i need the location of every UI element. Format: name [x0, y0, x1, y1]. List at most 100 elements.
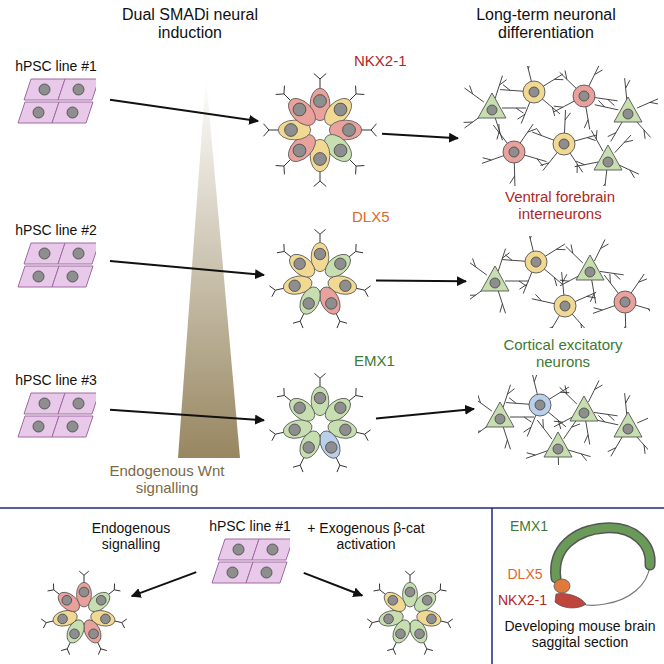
- nucleus: [343, 124, 356, 137]
- cell-process: [340, 465, 347, 467]
- nucleus: [314, 153, 327, 166]
- nucleus: [326, 298, 337, 309]
- node-label: NKX2-1: [354, 52, 407, 69]
- nucleus: [620, 297, 630, 307]
- dendrite: [519, 284, 527, 289]
- nucleus: [39, 84, 50, 95]
- pyramidal-neuron: [614, 412, 642, 437]
- dendrite: [604, 170, 607, 186]
- dendrite: [588, 66, 599, 87]
- nucleus: [335, 258, 346, 269]
- cell-process: [276, 93, 284, 95]
- rosette-drawing: [366, 570, 454, 658]
- neural-rosette: [264, 74, 377, 187]
- dendrite: [478, 430, 481, 431]
- cell-process: [356, 93, 364, 95]
- progenitor-cell: [55, 588, 84, 615]
- nucleus: [509, 147, 519, 157]
- pyramidal-neuron: [544, 432, 572, 457]
- dendrite: [614, 273, 621, 279]
- dendrite: [523, 427, 531, 432]
- edge-label: Endogenous signalling: [72, 520, 190, 552]
- nucleus: [303, 298, 314, 309]
- neuron-drawing: [470, 236, 650, 328]
- cell-process: [320, 181, 326, 186]
- dendrite: [608, 414, 615, 420]
- dendrite: [493, 125, 508, 144]
- dendrite: [591, 130, 603, 151]
- dendrite: [631, 274, 645, 294]
- nucleus: [427, 614, 437, 624]
- dendrite: [544, 268, 562, 283]
- cortex-region: [556, 528, 651, 578]
- dendrite: [598, 100, 604, 107]
- node-label: hPSC line #2: [6, 222, 106, 238]
- cell-process: [337, 465, 340, 472]
- dendrite: [595, 70, 603, 74]
- dendrite: [563, 274, 567, 282]
- node-label: DLX5: [352, 208, 390, 225]
- nucleus: [405, 587, 415, 597]
- dendrite: [595, 385, 603, 389]
- dendrite: [621, 326, 626, 328]
- dendrite: [470, 261, 487, 275]
- dendrite: [626, 80, 630, 88]
- nucleus: [340, 280, 351, 291]
- dendrite: [534, 375, 537, 382]
- dendrite: [599, 184, 605, 186]
- dendrite: [517, 114, 525, 119]
- dendrite: [524, 155, 547, 162]
- nucleus: [33, 421, 44, 432]
- dendrite: [586, 420, 590, 444]
- dendrite: [554, 101, 575, 112]
- neural-rosette: [269, 229, 370, 328]
- arrow-connector: [376, 279, 466, 282]
- dendrite: [535, 294, 541, 301]
- nucleus: [314, 392, 325, 403]
- dendrite: [482, 155, 505, 163]
- nucleus: [285, 124, 298, 137]
- dendrite: [595, 419, 618, 424]
- stem-cell-cluster: [18, 79, 96, 123]
- node-label: hPSC line #1: [200, 518, 300, 534]
- dendrite: [510, 176, 515, 184]
- nucleus: [289, 424, 300, 435]
- nucleus: [261, 567, 272, 578]
- dendrite: [500, 304, 503, 313]
- stem-cell-cluster: [18, 243, 96, 287]
- dendrite: [564, 110, 565, 134]
- figure-label: NKX2-1: [498, 592, 554, 608]
- cell-process: [264, 124, 269, 130]
- cell-process: [320, 229, 326, 234]
- neuron-drawing: [478, 375, 648, 465]
- neuron-node: [470, 236, 650, 328]
- cell-process: [43, 623, 46, 629]
- nucleus: [314, 248, 325, 259]
- dendrite: [565, 113, 570, 120]
- neuron-node: Ventral forebrain interneurons: [462, 66, 658, 223]
- arrow-connector: [132, 572, 197, 596]
- pyramidal-neuron: [570, 396, 598, 421]
- cell-process: [356, 251, 363, 252]
- figure-label: Developing mouse brain saggital section: [498, 618, 662, 650]
- cell-process: [349, 94, 356, 101]
- stem-cell-node: hPSC line #2: [6, 222, 106, 290]
- cell-process: [410, 571, 415, 575]
- dendrite: [464, 88, 483, 102]
- cell-process: [67, 649, 69, 655]
- mge-region: [555, 593, 586, 607]
- stem-cell-drawing: [16, 390, 96, 440]
- nucleus: [623, 424, 633, 434]
- dendrite: [543, 152, 558, 171]
- dendrite: [565, 70, 567, 79]
- cell-process: [79, 571, 84, 575]
- cell-process: [365, 286, 371, 290]
- node-label: Ventral forebrain interneurons: [462, 186, 658, 223]
- dendrite: [537, 420, 552, 439]
- dendrite: [572, 313, 588, 328]
- node-label: hPSC line #1: [6, 58, 106, 74]
- interneuron: [529, 394, 551, 416]
- cell-process: [114, 584, 115, 590]
- dendrite: [584, 120, 588, 128]
- nucleus: [73, 248, 84, 259]
